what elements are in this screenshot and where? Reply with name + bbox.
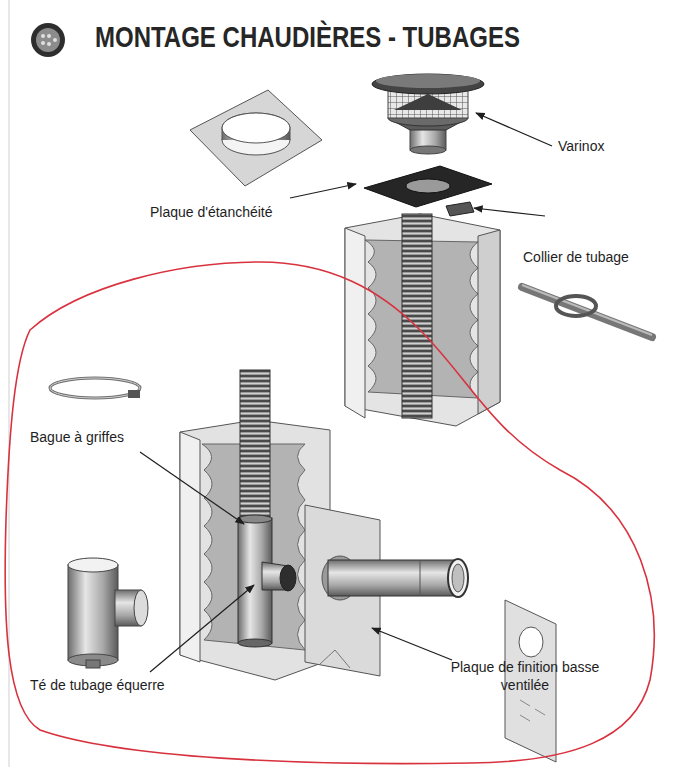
part-label: Varinox xyxy=(558,137,604,155)
red-highlight-loop xyxy=(5,262,654,764)
leader-line xyxy=(290,184,356,198)
leader-line xyxy=(140,452,244,524)
part-label: Plaque de finition basse ventilée xyxy=(450,658,600,694)
leader-line xyxy=(150,585,254,672)
title-icon xyxy=(31,23,65,57)
upper-flue-block xyxy=(345,202,500,426)
claw-ring xyxy=(50,378,140,398)
part-label: Bague à griffes xyxy=(30,428,124,446)
leader-line xyxy=(476,113,552,146)
part-label: Plaque d'étanchéité xyxy=(150,203,273,221)
page-title: MONTAGE CHAUDIÈRES - TUBAGES xyxy=(95,20,520,54)
part-label: Collier de tubage xyxy=(523,248,629,266)
sealing-plate-installed xyxy=(364,166,492,207)
sealing-plate-loose xyxy=(190,90,322,186)
part-label: Té de tubage équerre xyxy=(30,676,165,694)
tubing-collar xyxy=(522,285,652,337)
leader-lines xyxy=(140,113,552,672)
varinox-cap xyxy=(372,74,484,154)
leader-line xyxy=(372,628,452,660)
leader-line xyxy=(474,208,545,216)
connecting-pipe xyxy=(328,559,468,597)
tubing-tee xyxy=(68,558,148,668)
